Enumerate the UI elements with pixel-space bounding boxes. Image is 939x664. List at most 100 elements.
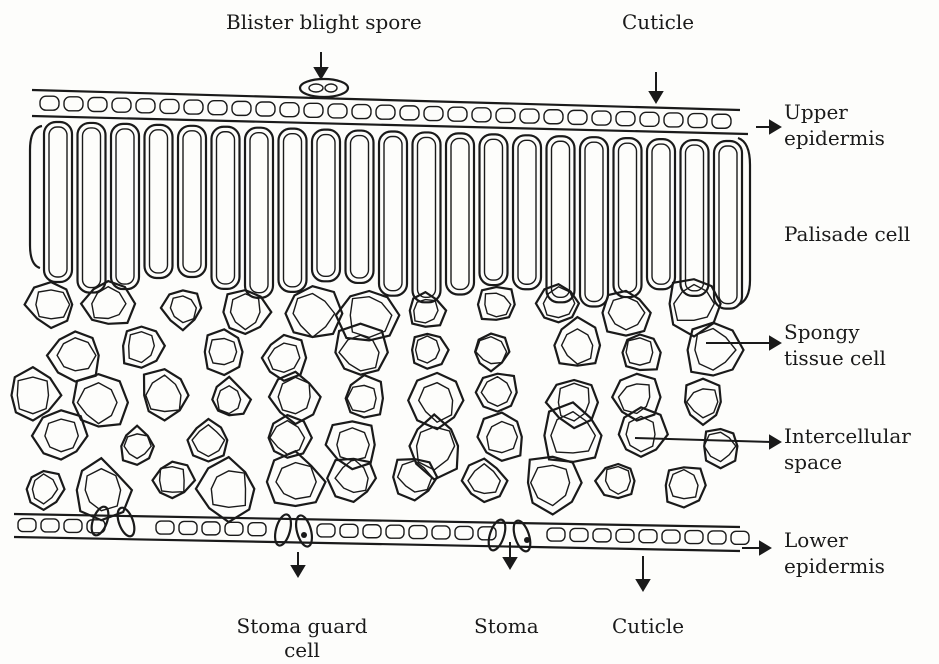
- spongy-mesophyll: [12, 279, 744, 522]
- lower-epidermis-cell: [340, 524, 358, 537]
- upper-epidermis-cell: [568, 110, 587, 124]
- spongy-cell: [685, 379, 721, 425]
- upper-epidermis-cell: [352, 105, 371, 119]
- lower-epidermis-cell: [156, 521, 174, 534]
- palisade-cell: [145, 125, 173, 278]
- lower-epidermis-cell: [639, 530, 657, 543]
- palisade-cell: [78, 123, 106, 293]
- spongy-cell: [595, 464, 634, 498]
- spongy-cell: [47, 332, 99, 382]
- palisade-cell: [480, 134, 508, 285]
- lower-epidermis-cell: [386, 525, 404, 538]
- spongy-cell: [327, 459, 376, 502]
- spongy-cell: [267, 451, 326, 506]
- blister-blight-spore: [300, 79, 348, 97]
- upper-epidermis-cell: [544, 110, 563, 124]
- lower-epidermis-cell: [478, 527, 496, 540]
- upper-epidermis-cell: [160, 99, 179, 113]
- upper-epidermis-cell: [304, 103, 323, 117]
- spongy-cell: [27, 471, 65, 510]
- spongy-cell: [188, 419, 228, 462]
- lower-epidermis-cell: [593, 529, 611, 542]
- spongy-cell: [393, 459, 437, 500]
- spongy-cell: [205, 329, 243, 375]
- lower-epidermis-cell: [202, 522, 220, 535]
- palisade-left-bracket: [30, 126, 42, 268]
- upper-epidermis-cell: [712, 114, 731, 128]
- palisade-cell: [346, 131, 374, 283]
- palisade-cell: [279, 129, 307, 292]
- palisade-cell: [312, 130, 340, 282]
- lower-epidermis-cell: [685, 531, 703, 544]
- upper-epidermis-cell: [616, 112, 635, 126]
- spongy-cell: [336, 291, 399, 340]
- spongy-cell: [161, 290, 201, 330]
- spongy-cell: [476, 374, 517, 412]
- palisade-cell: [413, 132, 441, 302]
- upper-epidermis-cell: [184, 100, 203, 114]
- spongy-cell: [153, 462, 196, 498]
- lower-epidermis-label-line1: Lower: [784, 528, 848, 552]
- palisade-cell: [580, 137, 608, 306]
- upper-epidermis-cell: [424, 107, 443, 121]
- palisade-cell-label: Palisade cell: [784, 222, 910, 246]
- upper-epidermis-cell: [400, 106, 419, 120]
- spongy-cell: [528, 457, 582, 515]
- upper-epidermis-cell: [688, 114, 707, 128]
- spongy-cell: [462, 459, 508, 502]
- spongy-cell: [704, 429, 737, 468]
- spongy-cell: [212, 377, 251, 415]
- upper-epidermis-cell: [112, 98, 131, 112]
- spongy-cell: [121, 426, 154, 465]
- upper-epidermis-cell: [64, 97, 83, 111]
- stoma-guard-cell-label-line2: cell: [222, 638, 382, 662]
- lower-epidermis-cell: [248, 523, 266, 536]
- lower-epidermis-label-line2: epidermis: [784, 554, 885, 578]
- upper-epidermis-cell: [640, 112, 659, 126]
- spongy-tissue-label-line2: tissue cell: [784, 346, 886, 370]
- spongy-cell: [412, 334, 449, 369]
- cuticle-bottom-label: Cuticle: [612, 614, 684, 638]
- blister-blight-spore-label: Blister blight spore: [226, 10, 422, 34]
- spongy-cell: [144, 369, 189, 420]
- palisade-cell: [245, 128, 273, 298]
- lower-epidermis-cell: [662, 530, 680, 543]
- spongy-cell: [478, 413, 522, 461]
- lower-epidermis-cell: [432, 526, 450, 539]
- spongy-cell: [346, 375, 383, 417]
- spongy-cell: [25, 282, 73, 328]
- spongy-cell: [603, 291, 651, 336]
- spongy-cell: [688, 323, 744, 376]
- spongy-cell: [554, 317, 600, 366]
- lower-epidermis-cell: [225, 522, 243, 535]
- stoma-guard-cell-label-line1: Stoma guard: [222, 614, 382, 638]
- upper-epidermis-cell: [496, 108, 515, 122]
- cuticle-top-label: Cuticle: [622, 10, 694, 34]
- upper-epidermis-cell: [328, 104, 347, 118]
- upper-epidermis-cell: [448, 107, 467, 121]
- palisade-layer: [44, 122, 742, 309]
- lower-epidermis-cell: [708, 531, 726, 544]
- upper-epidermis-cell: [472, 108, 491, 122]
- spongy-cell: [269, 372, 321, 424]
- lower-epidermis-cell: [64, 519, 82, 532]
- spongy-cell: [77, 458, 132, 520]
- lower-epidermis-cell: [409, 526, 427, 539]
- upper-epidermis: [32, 90, 748, 134]
- spongy-tissue-label-line1: Spongy: [784, 320, 860, 344]
- lower-epidermis-cell: [455, 526, 473, 539]
- palisade-cell: [111, 124, 139, 289]
- spongy-cell: [475, 334, 509, 372]
- spongy-cell: [623, 335, 661, 371]
- upper-epidermis-cell: [376, 105, 395, 119]
- upper-epidermis-cell: [136, 99, 155, 113]
- lower-epidermis-cell: [363, 525, 381, 538]
- palisade-cell: [714, 141, 742, 309]
- lower-epidermis-cell: [547, 528, 565, 541]
- spongy-cell: [478, 287, 515, 320]
- upper-epidermis-cell: [520, 109, 539, 123]
- spongy-cell: [666, 467, 706, 507]
- lower-epidermis-cell: [616, 529, 634, 542]
- upper-epidermis-cell: [592, 111, 611, 125]
